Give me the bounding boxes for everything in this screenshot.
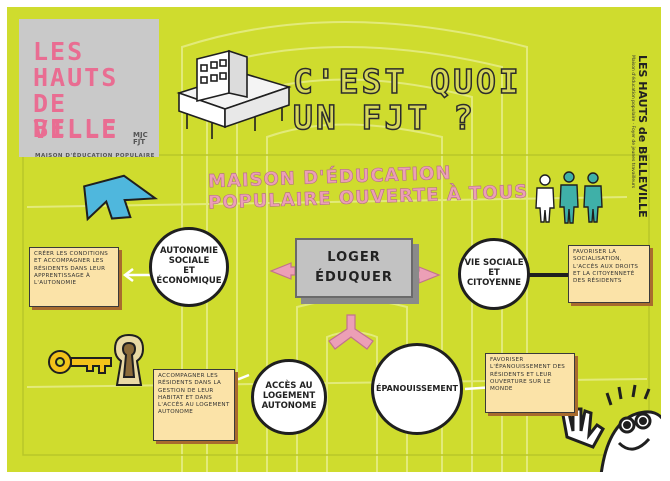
circle-label: ET CITOYENNE [466, 268, 522, 288]
brand-subtitle: Maison d'éducation populaire · Foyer de … [630, 55, 635, 189]
note-vie-sociale: FAVORISER LA SOCIALISATION, L'ACCÈS AUX … [568, 245, 650, 303]
poster: LES HAUTS DE BELLE VILLE MJC FJT MAISON … [7, 7, 661, 472]
circle-label: ÉPANOUISSEMENT [376, 384, 458, 394]
logo-sub: MJC FJT [133, 131, 148, 147]
center-box: LOGER ÉDUQUER [295, 238, 413, 298]
logo-tagline: MAISON D'ÉDUCATION POPULAIRE [35, 153, 155, 159]
circle-label: LOGEMENT [262, 391, 316, 402]
circle-autonomie: AUTONOMIE SOCIALE ET ÉCONOMIQUE [149, 227, 229, 307]
center-line-1: LOGER [327, 250, 381, 265]
circle-label: ÉCONOMIQUE [156, 275, 222, 286]
circle-label: ACCÈS AU [265, 381, 313, 392]
circle-acces-logement: ACCÈS AU LOGEMENT AUTONOME [251, 359, 327, 435]
circle-vie-sociale: VIE SOCIALE ET CITOYENNE [458, 238, 530, 310]
heading-line-2: UN FJT ? [292, 98, 476, 137]
circle-label: AUTONOME [261, 400, 317, 411]
note-autonomie: CRÉER LES CONDITIONS ET ACCOMPAGNER LES … [29, 247, 119, 307]
center-line-2: ÉDUQUER [315, 270, 393, 285]
circle-label: VIE SOCIALE [464, 258, 524, 269]
note-epanouissement: FAVORISER L'ÉPANOUISSEMENT DES RÉSIDENTS… [485, 353, 575, 413]
heading-line-1: C'EST QUOI [292, 62, 522, 101]
logo: LES HAUTS DE BELLE VILLE MJC FJT MAISON … [19, 19, 159, 159]
circle-label: ET [183, 266, 195, 276]
circle-epanouissement: ÉPANOUISSEMENT [371, 343, 463, 435]
logo-line: LES [33, 37, 85, 66]
logo-line: VILLE [33, 115, 119, 144]
logo-line: HAUTS [33, 63, 119, 92]
circle-label: SOCIALE [168, 256, 210, 267]
brand-logo: LES HAUTS de BELLEVILLE Maison d'éducati… [447, 55, 649, 218]
brand-name: LES HAUTS de BELLEVILLE [636, 55, 649, 218]
note-acces-logement: ACCOMPAGNER LES RÉSIDENTS DANS LA GESTIO… [153, 369, 235, 441]
circle-label: AUTONOMIE [159, 246, 218, 257]
logo-line: DE BELLE [33, 89, 119, 143]
